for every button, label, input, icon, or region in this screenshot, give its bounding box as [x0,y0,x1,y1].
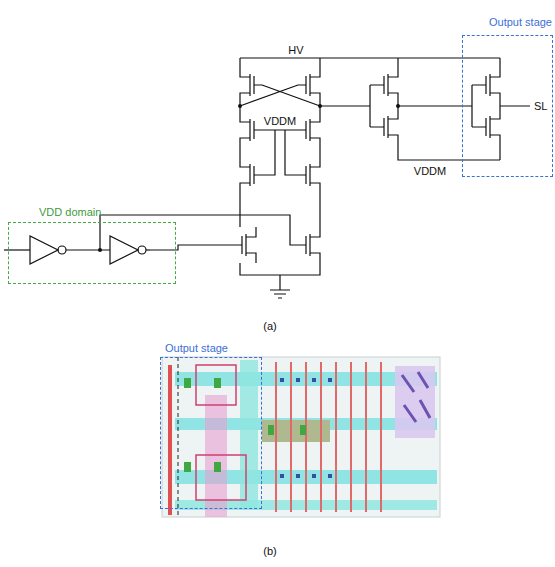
junction-dots [98,104,400,252]
signal-label: VDDM [263,115,297,128]
layout-image [162,357,440,517]
dashed-region-box: Output stage [160,357,262,509]
signal-label: SL [533,100,548,113]
signal-label: HV [287,44,304,57]
region-heading: Output stage [165,342,228,355]
region-heading: VDD domain [39,206,101,219]
signal-label: VDDM [413,165,447,178]
subfigure-label: (a) [262,320,277,333]
level-shifter-schematic [4,58,530,298]
region-heading: Output stage [489,16,552,29]
subfigure-label: (b) [262,545,277,558]
dashed-region-box: VDD domain [8,222,176,284]
